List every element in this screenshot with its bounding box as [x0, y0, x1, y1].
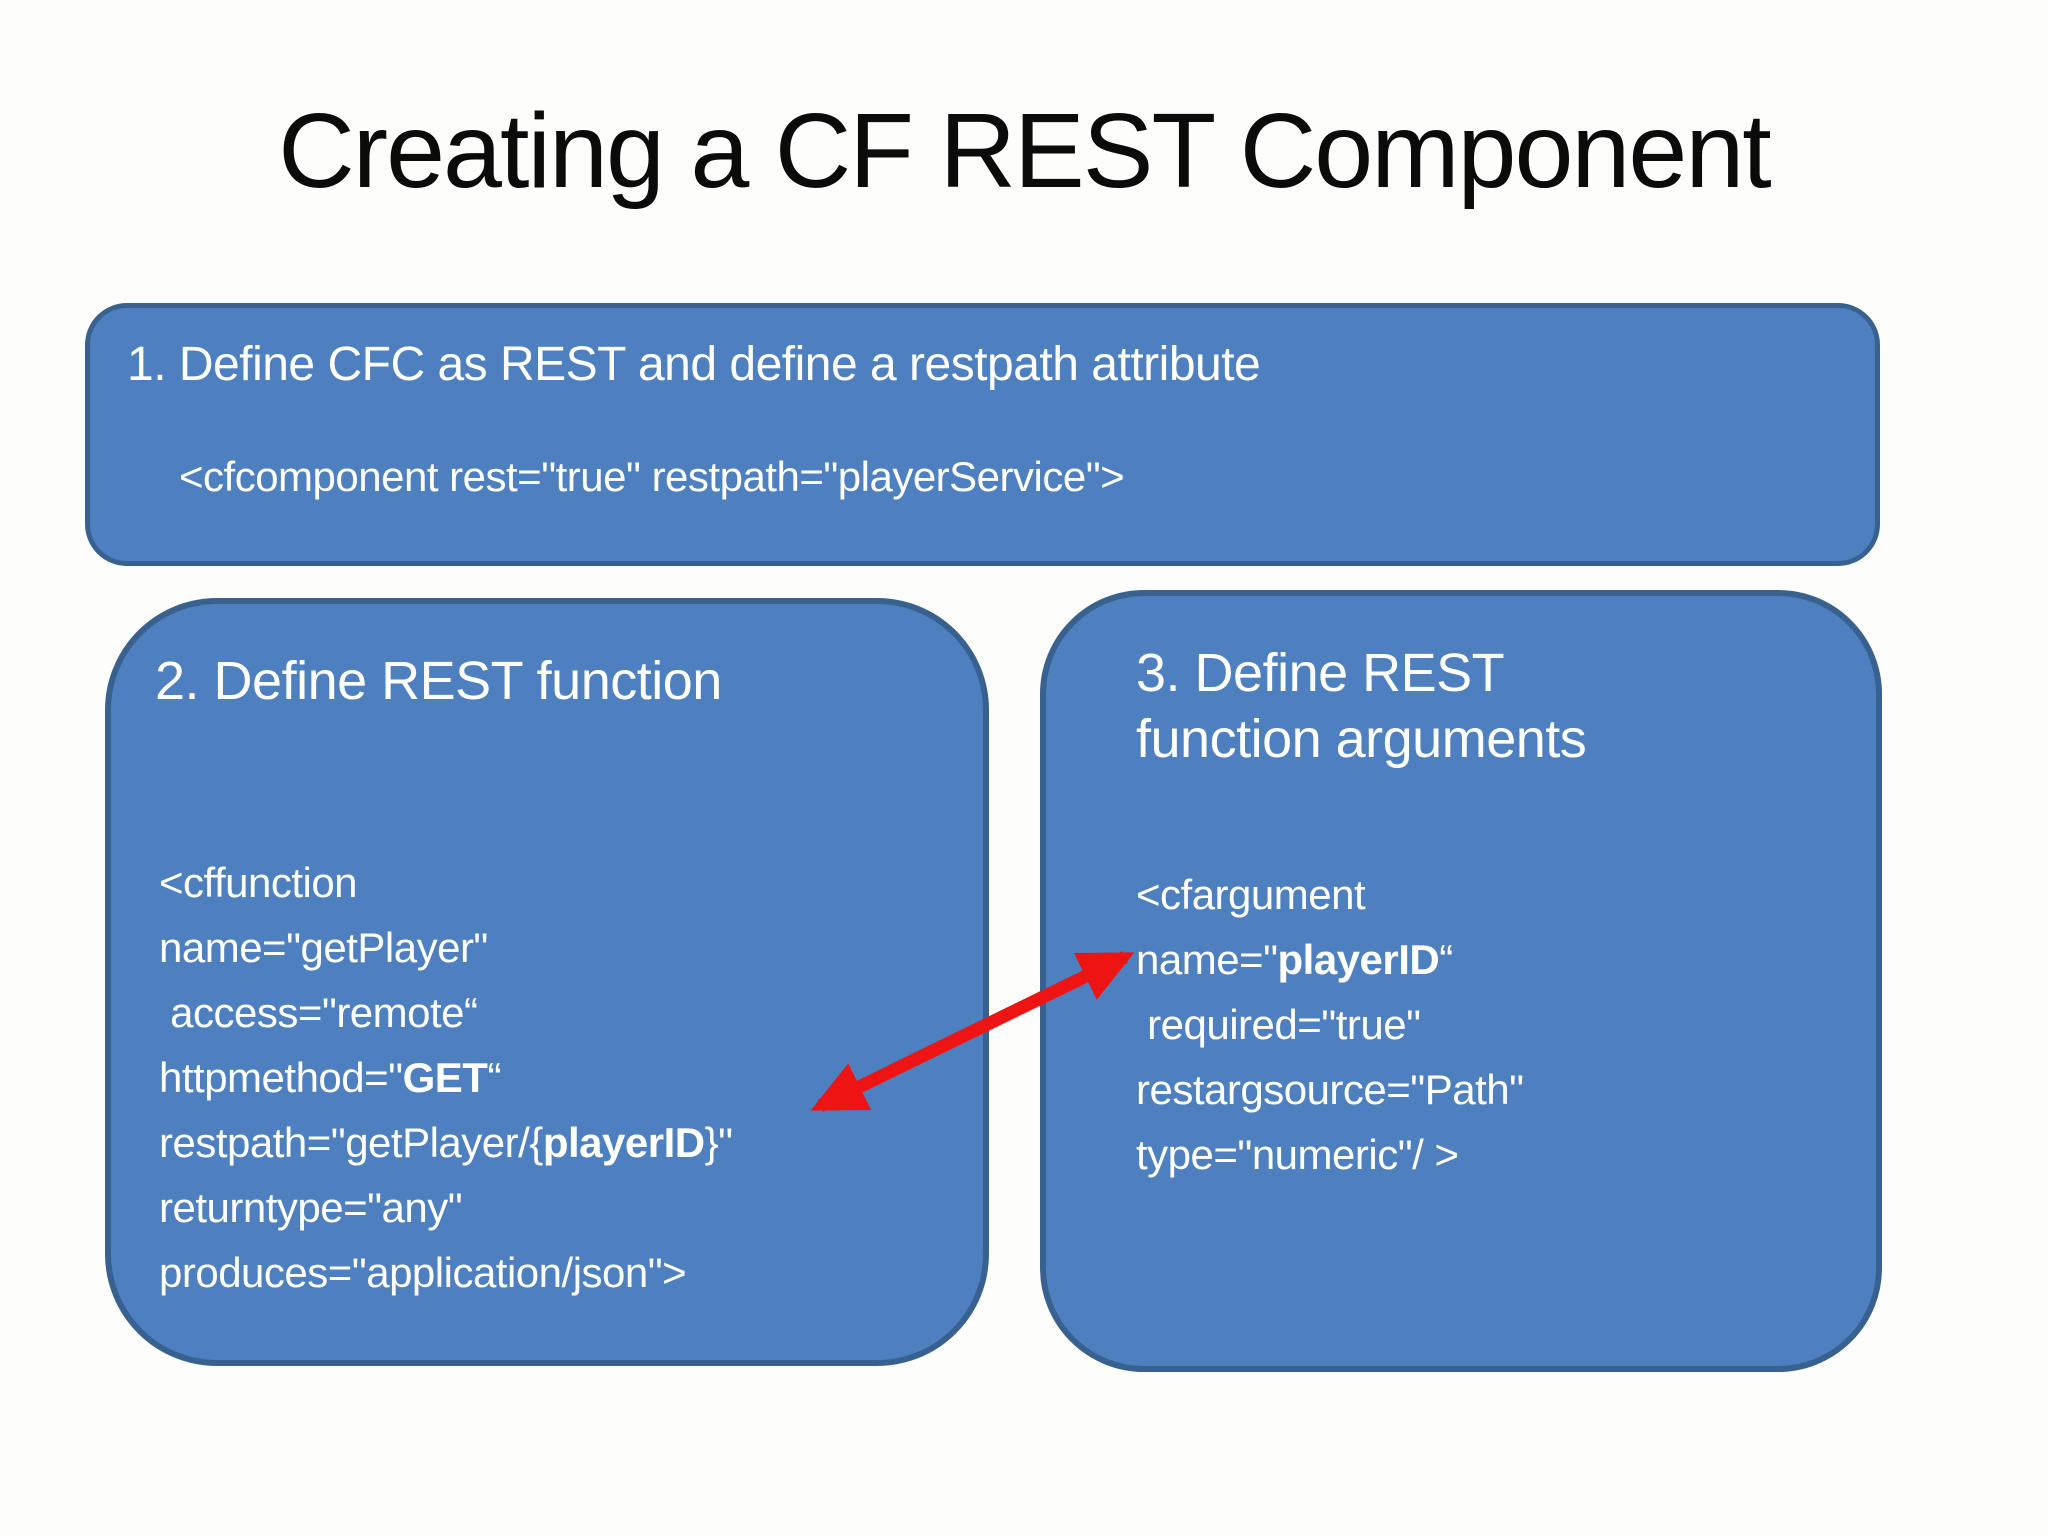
step1-heading: 1. Define CFC as REST and define a restp… [127, 338, 1261, 391]
code-line: required="true" [1136, 1001, 1421, 1048]
step3-code-block: <cfargument name="playerID“ required="tru… [1136, 862, 1524, 1187]
slide-title: Creating a CF REST Component [278, 92, 1772, 210]
code-line: restpath="getPlayer/{playerID}" [159, 1119, 733, 1166]
step1-code-line: <cfcomponent rest="true" restpath="playe… [179, 453, 1125, 500]
code-line: returntype="any" [159, 1184, 463, 1231]
step2-box: 2. Define REST function <cffunction name=… [105, 598, 989, 1366]
code-line: type="numeric"/ > [1136, 1131, 1459, 1178]
code-line: name="playerID“ [1136, 936, 1453, 983]
code-line: 3. Define REST [1136, 643, 1505, 703]
code-line: <cffunction [159, 859, 358, 906]
code-line: access="remote“ [159, 989, 478, 1036]
code-line: restargsource="Path" [1136, 1066, 1524, 1113]
code-line: produces="application/json"> [159, 1249, 687, 1296]
step1-box: 1. Define CFC as REST and define a restp… [85, 303, 1880, 566]
code-line: function arguments [1136, 709, 1587, 769]
code-line: <cfargument [1136, 871, 1366, 918]
step2-heading: 2. Define REST function [155, 651, 722, 711]
step2-code-block: <cffunction name="getPlayer" access="remo… [159, 850, 733, 1305]
code-line: httpmethod="GET“ [159, 1054, 501, 1101]
code-line: name="getPlayer" [159, 924, 488, 971]
